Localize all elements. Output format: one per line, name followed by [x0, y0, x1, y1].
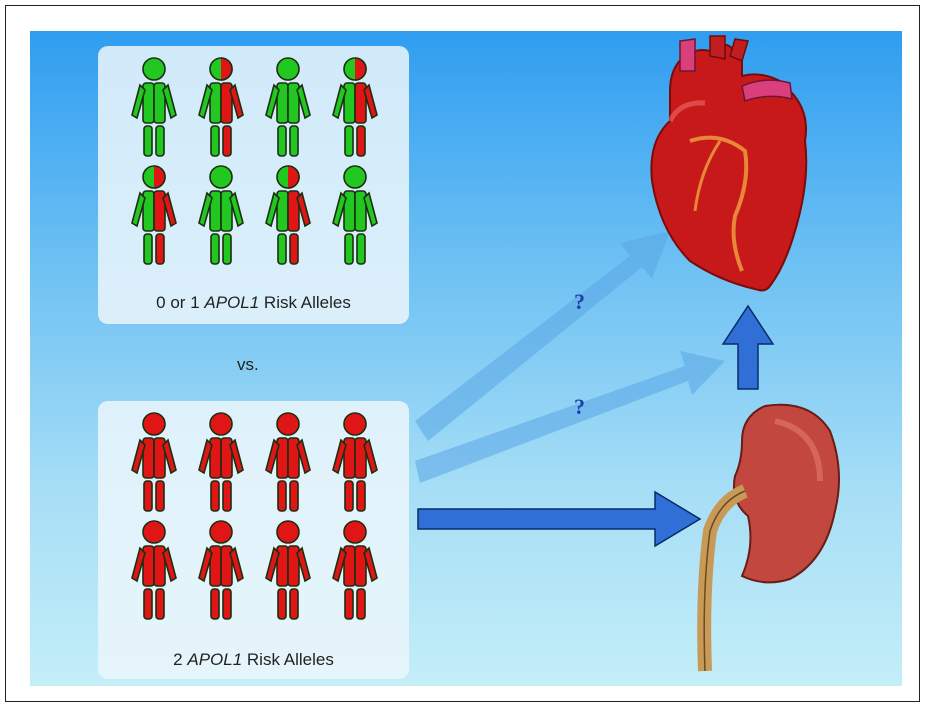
- person-figure-3: [333, 58, 377, 156]
- group-top-label-prefix: 0 or 1: [156, 293, 204, 312]
- question-mark-lower: ?: [574, 394, 585, 420]
- person-figure-2: [266, 413, 310, 511]
- vs-label: vs.: [237, 355, 259, 375]
- person-figure-7: [333, 166, 377, 264]
- group-0-or-1-risk-alleles: 0 or 1 APOL1 Risk Alleles: [98, 46, 409, 324]
- question-mark-upper: ?: [574, 289, 585, 315]
- person-figure-7: [333, 521, 377, 619]
- faint-arrow-to-heart-lower: [415, 351, 725, 483]
- figure-frame: 0 or 1 APOL1 Risk Alleles vs. 2 APOL1 Ri…: [5, 5, 920, 702]
- group-2-risk-alleles: 2 APOL1 Risk Alleles: [98, 401, 409, 679]
- bottom-figures: [98, 401, 409, 679]
- heart-image: [651, 36, 806, 290]
- group-top-label: 0 or 1 APOL1 Risk Alleles: [98, 293, 409, 313]
- person-figure-0: [132, 58, 176, 156]
- person-figure-0: [132, 413, 176, 511]
- group-bottom-label-suffix: Risk Alleles: [242, 650, 334, 669]
- person-figure-4: [132, 521, 176, 619]
- person-figure-4: [132, 166, 176, 264]
- arrow-kidney-to-heart: [723, 306, 773, 389]
- kidney-image: [704, 405, 839, 671]
- group-bottom-label-gene: APOL1: [187, 650, 242, 669]
- person-figure-3: [333, 413, 377, 511]
- faint-arrow-to-heart-upper: [415, 231, 670, 441]
- arrow-to-kidney: [418, 492, 700, 546]
- diagram-panel: 0 or 1 APOL1 Risk Alleles vs. 2 APOL1 Ri…: [30, 31, 902, 686]
- person-figure-6: [266, 166, 310, 264]
- person-figure-1: [199, 413, 243, 511]
- person-figure-5: [199, 521, 243, 619]
- person-figure-5: [199, 166, 243, 264]
- group-bottom-label-prefix: 2: [173, 650, 187, 669]
- person-figure-1: [199, 58, 243, 156]
- group-bottom-label: 2 APOL1 Risk Alleles: [98, 650, 409, 670]
- top-figures: [98, 46, 409, 324]
- person-figure-6: [266, 521, 310, 619]
- group-top-label-gene: APOL1: [204, 293, 259, 312]
- person-figure-2: [266, 58, 310, 156]
- group-top-label-suffix: Risk Alleles: [259, 293, 351, 312]
